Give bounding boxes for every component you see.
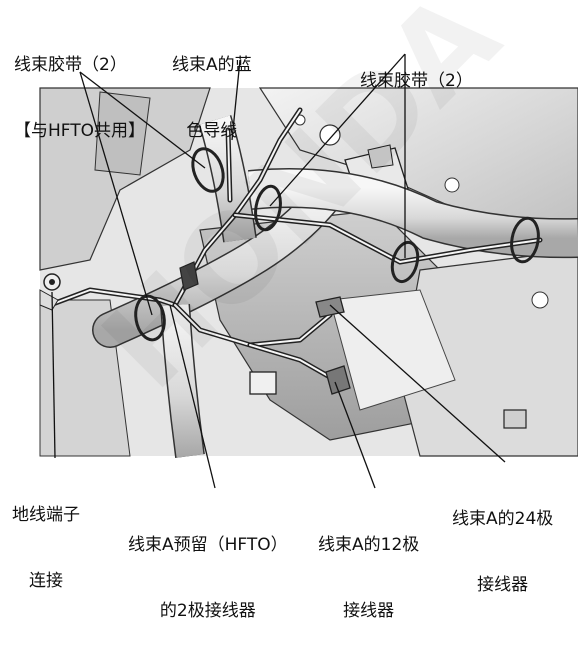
label-line: 色导线: [186, 121, 238, 141]
label-line: 线束A的12极: [318, 535, 420, 555]
label-blue-wire: 线束A的蓝 色导线: [172, 10, 252, 186]
vehicle-illustration: HONDA: [39, 0, 578, 489]
body-panels: [39, 87, 578, 457]
label-line: 线束胶带（2）: [360, 71, 473, 91]
label-line: 线束胶带（2）: [14, 55, 127, 75]
connector-12pin: [325, 365, 351, 395]
label-line: 接线器: [477, 575, 529, 595]
label-24pin-connector: 线束A的24极 接线器: [452, 464, 553, 640]
label-line: 接线器: [343, 601, 395, 621]
label-12pin-connector: 线束A的12极 接线器: [318, 490, 419, 666]
label-line: 地线端子: [12, 505, 80, 525]
reserved-connector-body: [249, 371, 277, 395]
label-line: 线束A的蓝: [172, 55, 252, 75]
label-line: 线束A预留（HFTO）: [128, 535, 288, 555]
label-line: 连接: [29, 571, 63, 591]
label-harness-ties-right: 线束胶带（2）: [360, 26, 473, 136]
leader-lines: [51, 53, 506, 489]
label-harness-ties-hfto: 线束胶带（2） 【与HFTO共用】: [14, 10, 145, 186]
wiring-diagram: HONDA 线束胶带（2） 【与HFTO共用】 线束A的蓝 色导线 线束胶带（2…: [12, 0, 578, 621]
label-ground-terminal: 地线端子 连接: [12, 460, 80, 636]
label-line: 【与HFTO共用】: [14, 121, 146, 141]
label-reserved-2pin-connector: 线束A预留（HFTO） 的2极接线器: [128, 490, 288, 666]
label-line: 的2极接线器: [159, 601, 256, 621]
harness: [47, 107, 543, 383]
label-line: 线束A的24极: [452, 509, 554, 529]
